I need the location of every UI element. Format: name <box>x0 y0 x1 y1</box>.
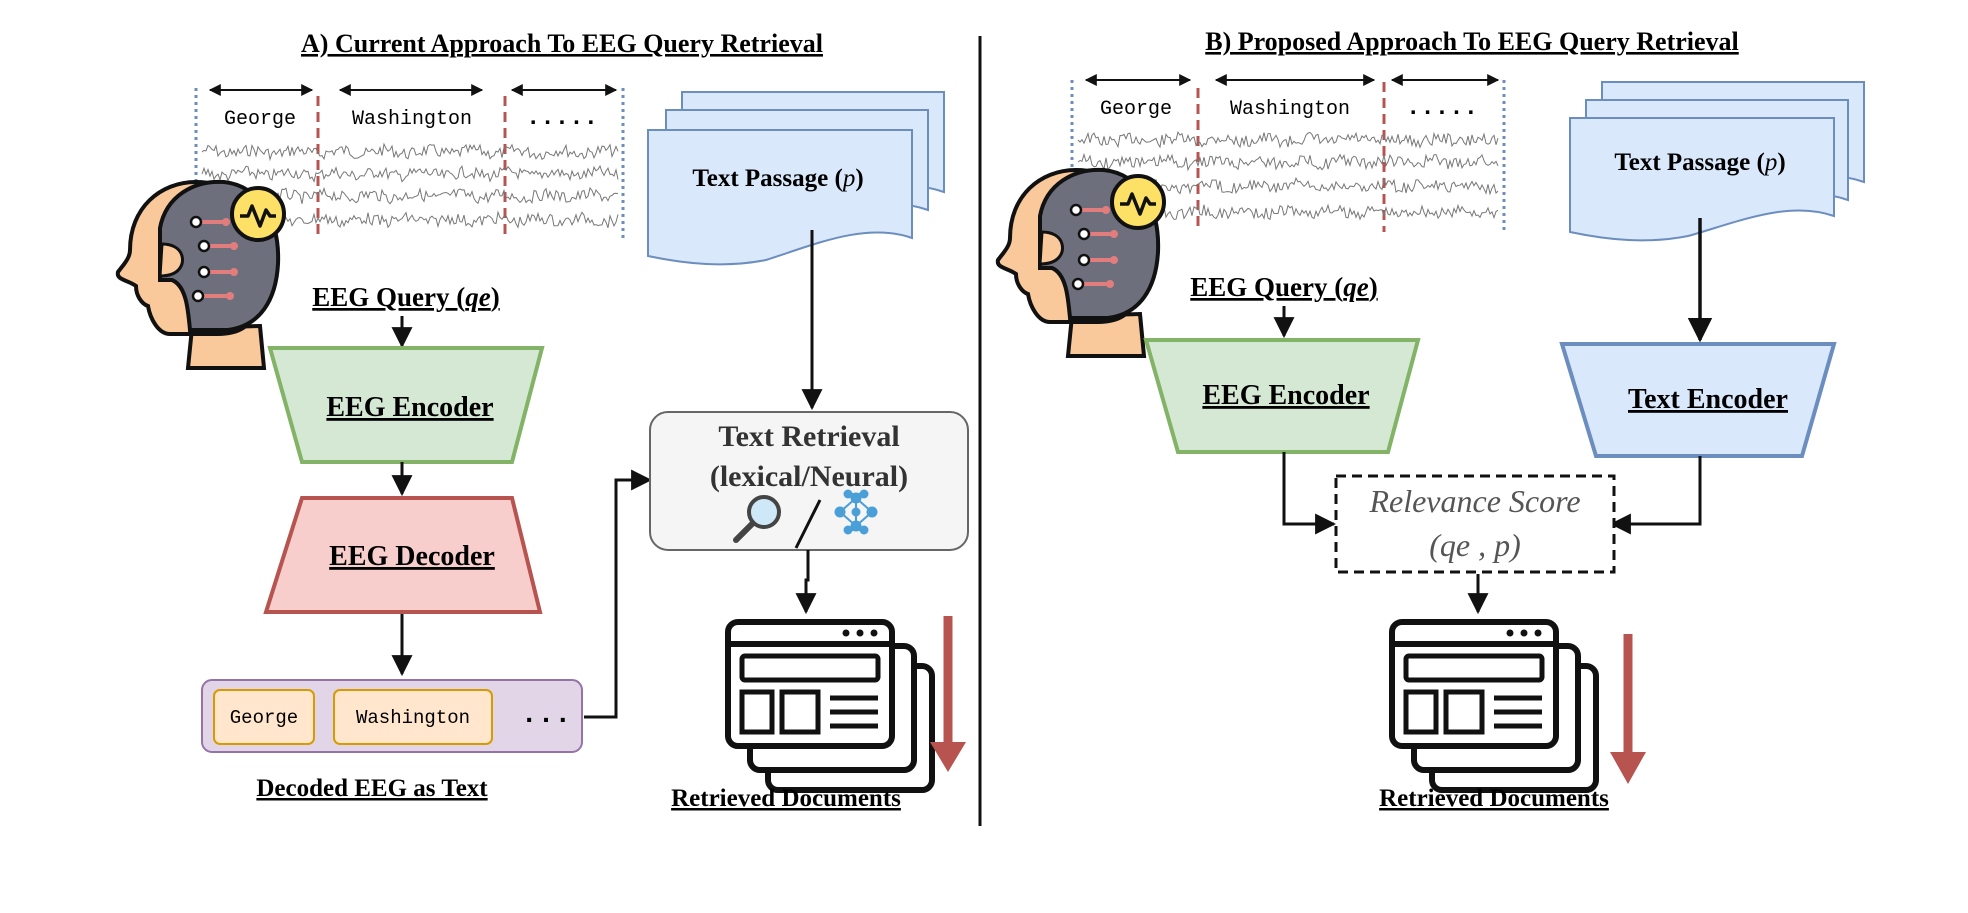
eeg-encoder-a-label: EEG Encoder <box>326 392 493 423</box>
panel-b: B) Proposed Approach To EEG Query Retrie… <box>995 27 1865 812</box>
arrow-eeg-encoder-to-score <box>1282 452 1337 535</box>
decoded-token-2-text: Washington <box>356 707 470 729</box>
text-encoder-label: Text Encoder <box>1628 384 1788 415</box>
rank-arrow-a-head <box>930 742 966 772</box>
panel-b-title: B) Proposed Approach To EEG Query Retrie… <box>1205 27 1739 56</box>
retrieval-line-2: (lexical/Neural) <box>710 460 908 493</box>
eeg-word-3: ..... <box>526 105 598 132</box>
eeg-decoder <box>263 496 543 614</box>
decoded-eeg-text: George Washington ... <box>201 679 583 753</box>
passage-label-a: Text Passage (p) <box>692 165 863 192</box>
decoded-token-1 <box>213 689 315 745</box>
documents-icon-b <box>1392 622 1596 790</box>
eeg-signal-strip-a: George Washington ..... <box>194 84 625 240</box>
passage-label-b: Text Passage (p) <box>1614 149 1785 176</box>
eeg-word-1: George <box>224 108 296 131</box>
documents-icon <box>728 622 932 790</box>
brain-helmet-icon <box>115 179 286 370</box>
magnifier-icon <box>733 495 781 543</box>
decoded-token-3-text: ... <box>521 700 571 731</box>
arrow-text-encoder-to-score <box>1609 456 1702 535</box>
eeg-query-label-b: EEG Query (qe) <box>1190 272 1377 302</box>
eeg-encoder-b-label: EEG Encoder <box>1202 380 1369 411</box>
retrieved-caption-b: Retrieved Documents <box>1379 785 1609 812</box>
text-encoder <box>1559 342 1837 458</box>
eeg-trace <box>201 164 619 184</box>
eeg-word-b2: Washington <box>1230 98 1350 121</box>
eeg-word-b1: George <box>1100 98 1172 121</box>
arrow-decoded-to-retrieval <box>584 469 653 719</box>
text-retrieval-box: Text Retrieval (lexical/Neural) <box>649 411 969 551</box>
eeg-query-label-a: EEG Query (qe) <box>312 282 499 312</box>
relevance-line-1: Relevance Score <box>1368 483 1580 519</box>
decoded-token-1-text: George <box>230 707 298 729</box>
eeg-word-2: Washington <box>352 108 472 131</box>
relevance-line-2: (qe , p) <box>1429 527 1521 563</box>
eeg-trace <box>1077 152 1499 172</box>
rank-arrow-b-head <box>1610 752 1646 784</box>
panel-a-title: A) Current Approach To EEG Query Retriev… <box>301 29 823 58</box>
arrow-retrieval-to-docs-a <box>795 550 817 615</box>
eeg-encoder-b <box>1143 338 1421 454</box>
decoded-token-2 <box>333 689 493 745</box>
text-passage-a: Text Passage (p) <box>647 91 945 266</box>
relevance-score-box: Relevance Score (qe , p) <box>1334 474 1616 574</box>
eeg-decoder-label: EEG Decoder <box>329 541 495 572</box>
retrieval-line-1: Text Retrieval <box>718 420 899 453</box>
eeg-word-b3: ..... <box>1406 95 1478 122</box>
brain-helmet-icon-b <box>995 167 1166 358</box>
retrieved-caption-a: Retrieved Documents <box>671 785 901 812</box>
panel-a: A) Current Approach To EEG Query Retriev… <box>115 29 969 812</box>
text-passage-b: Text Passage (p) <box>1569 81 1865 242</box>
eeg-trace <box>1077 131 1499 149</box>
eeg-trace <box>201 142 619 162</box>
eeg-encoder-a <box>267 346 545 464</box>
slash-separator <box>794 499 822 549</box>
decoded-caption: Decoded EEG as Text <box>256 775 488 802</box>
neural-network-icon <box>834 489 878 535</box>
